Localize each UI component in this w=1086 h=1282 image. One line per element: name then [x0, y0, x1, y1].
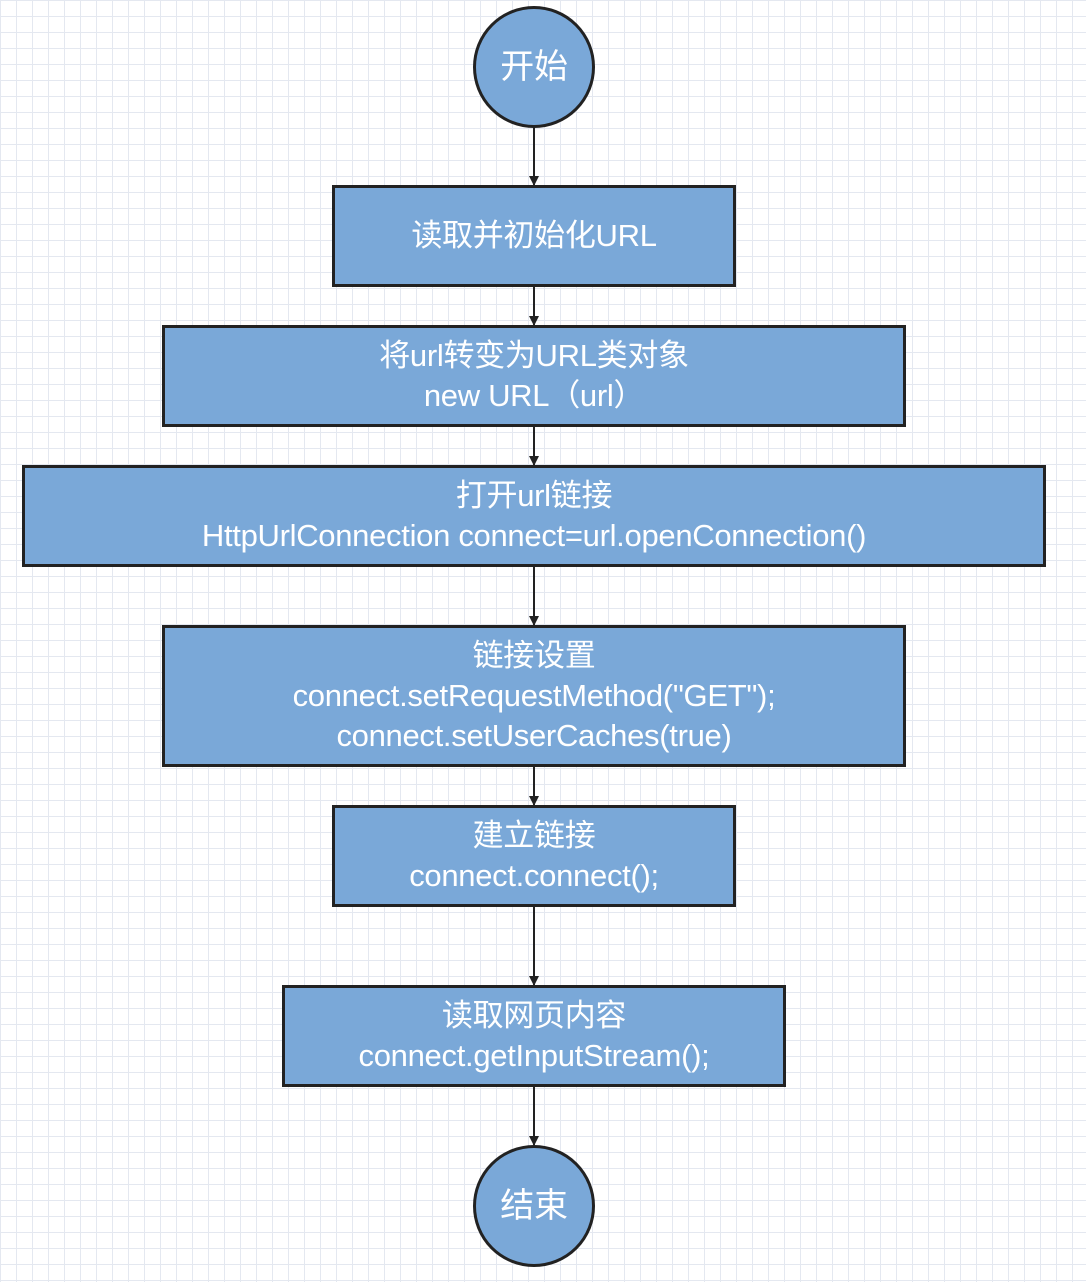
step-convert-url-object-line-2: new URL（url）	[423, 378, 645, 413]
step-connection-settings-line-3: connect.setUserCaches(true)	[336, 718, 732, 753]
start-node: 开始	[473, 6, 595, 128]
step-convert-url-object-line-1: 将url转变为URL类对象	[379, 338, 689, 373]
step-connection-settings: 链接设置 connect.setRequestMethod("GET"); co…	[162, 625, 906, 767]
step-read-init-url: 读取并初始化URL	[332, 185, 736, 287]
start-label: 开始	[500, 48, 568, 86]
step-establish-connection-line-2: connect.connect();	[409, 858, 659, 893]
step-open-connection: 打开url链接 HttpUrlConnection connect=url.op…	[22, 465, 1046, 567]
step-convert-url-object: 将url转变为URL类对象 new URL（url）	[162, 325, 906, 427]
step-establish-connection: 建立链接 connect.connect();	[332, 805, 736, 907]
step-read-init-url-line-1: 读取并初始化URL	[411, 218, 657, 253]
step-establish-connection-line-1: 建立链接	[472, 818, 596, 853]
step-connection-settings-line-2: connect.setRequestMethod("GET");	[292, 678, 776, 713]
step-connection-settings-line-1: 链接设置	[472, 638, 596, 673]
step-open-connection-line-1: 打开url链接	[455, 478, 613, 513]
step-read-page-content-line-1: 读取网页内容	[441, 998, 627, 1033]
end-node: 结束	[473, 1145, 595, 1267]
step-read-page-content-line-2: connect.getInputStream();	[358, 1038, 710, 1073]
end-label: 结束	[500, 1187, 568, 1225]
step-open-connection-line-2: HttpUrlConnection connect=url.openConnec…	[201, 518, 867, 553]
step-read-page-content: 读取网页内容 connect.getInputStream();	[282, 985, 786, 1087]
